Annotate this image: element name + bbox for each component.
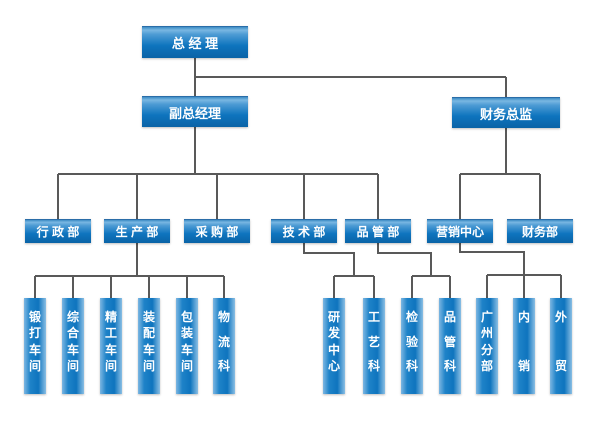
connector-prod-children bbox=[34, 242, 225, 298]
connector-cfo-children bbox=[459, 127, 541, 219]
node-inspection-section: 检验科 bbox=[401, 298, 423, 394]
connector-dgm-children bbox=[57, 126, 379, 219]
connector-qc-children bbox=[377, 242, 451, 298]
connector-mkt-children bbox=[459, 242, 562, 298]
node-forging-workshop: 锻打车间 bbox=[24, 298, 46, 394]
connector-gm-children bbox=[194, 57, 507, 97]
node-production-dept: 生 产 部 bbox=[104, 219, 170, 243]
connector-tech-children bbox=[303, 242, 375, 298]
node-finance-director: 财务总监 bbox=[452, 97, 560, 128]
node-general-manager: 总 经 理 bbox=[142, 26, 248, 58]
node-admin-dept: 行 政 部 bbox=[25, 219, 91, 243]
node-foreign-trade: 外贸 bbox=[550, 298, 572, 394]
node-precision-workshop: 精工车间 bbox=[100, 298, 122, 394]
node-qc-section: 品管科 bbox=[439, 298, 461, 394]
node-process-section: 工艺科 bbox=[363, 298, 385, 394]
node-guangzhou-branch: 广州分部 bbox=[476, 298, 498, 394]
node-logistics-section: 物流科 bbox=[213, 298, 235, 394]
node-deputy-general-manager: 副总经理 bbox=[142, 96, 248, 127]
node-purchasing-dept: 采 购 部 bbox=[184, 219, 250, 243]
node-packing-workshop: 包装车间 bbox=[176, 298, 198, 394]
node-general-workshop: 综合车间 bbox=[62, 298, 84, 394]
node-technology-dept: 技 术 部 bbox=[271, 219, 337, 243]
node-rd-center: 研发中心 bbox=[323, 298, 345, 394]
node-domestic-sales: 内销 bbox=[513, 298, 535, 394]
node-finance-dept: 财务部 bbox=[507, 219, 573, 243]
node-marketing-center: 营销中心 bbox=[427, 219, 493, 243]
node-assembly-workshop: 装配车间 bbox=[138, 298, 160, 394]
node-quality-dept: 品 管 部 bbox=[345, 219, 411, 243]
